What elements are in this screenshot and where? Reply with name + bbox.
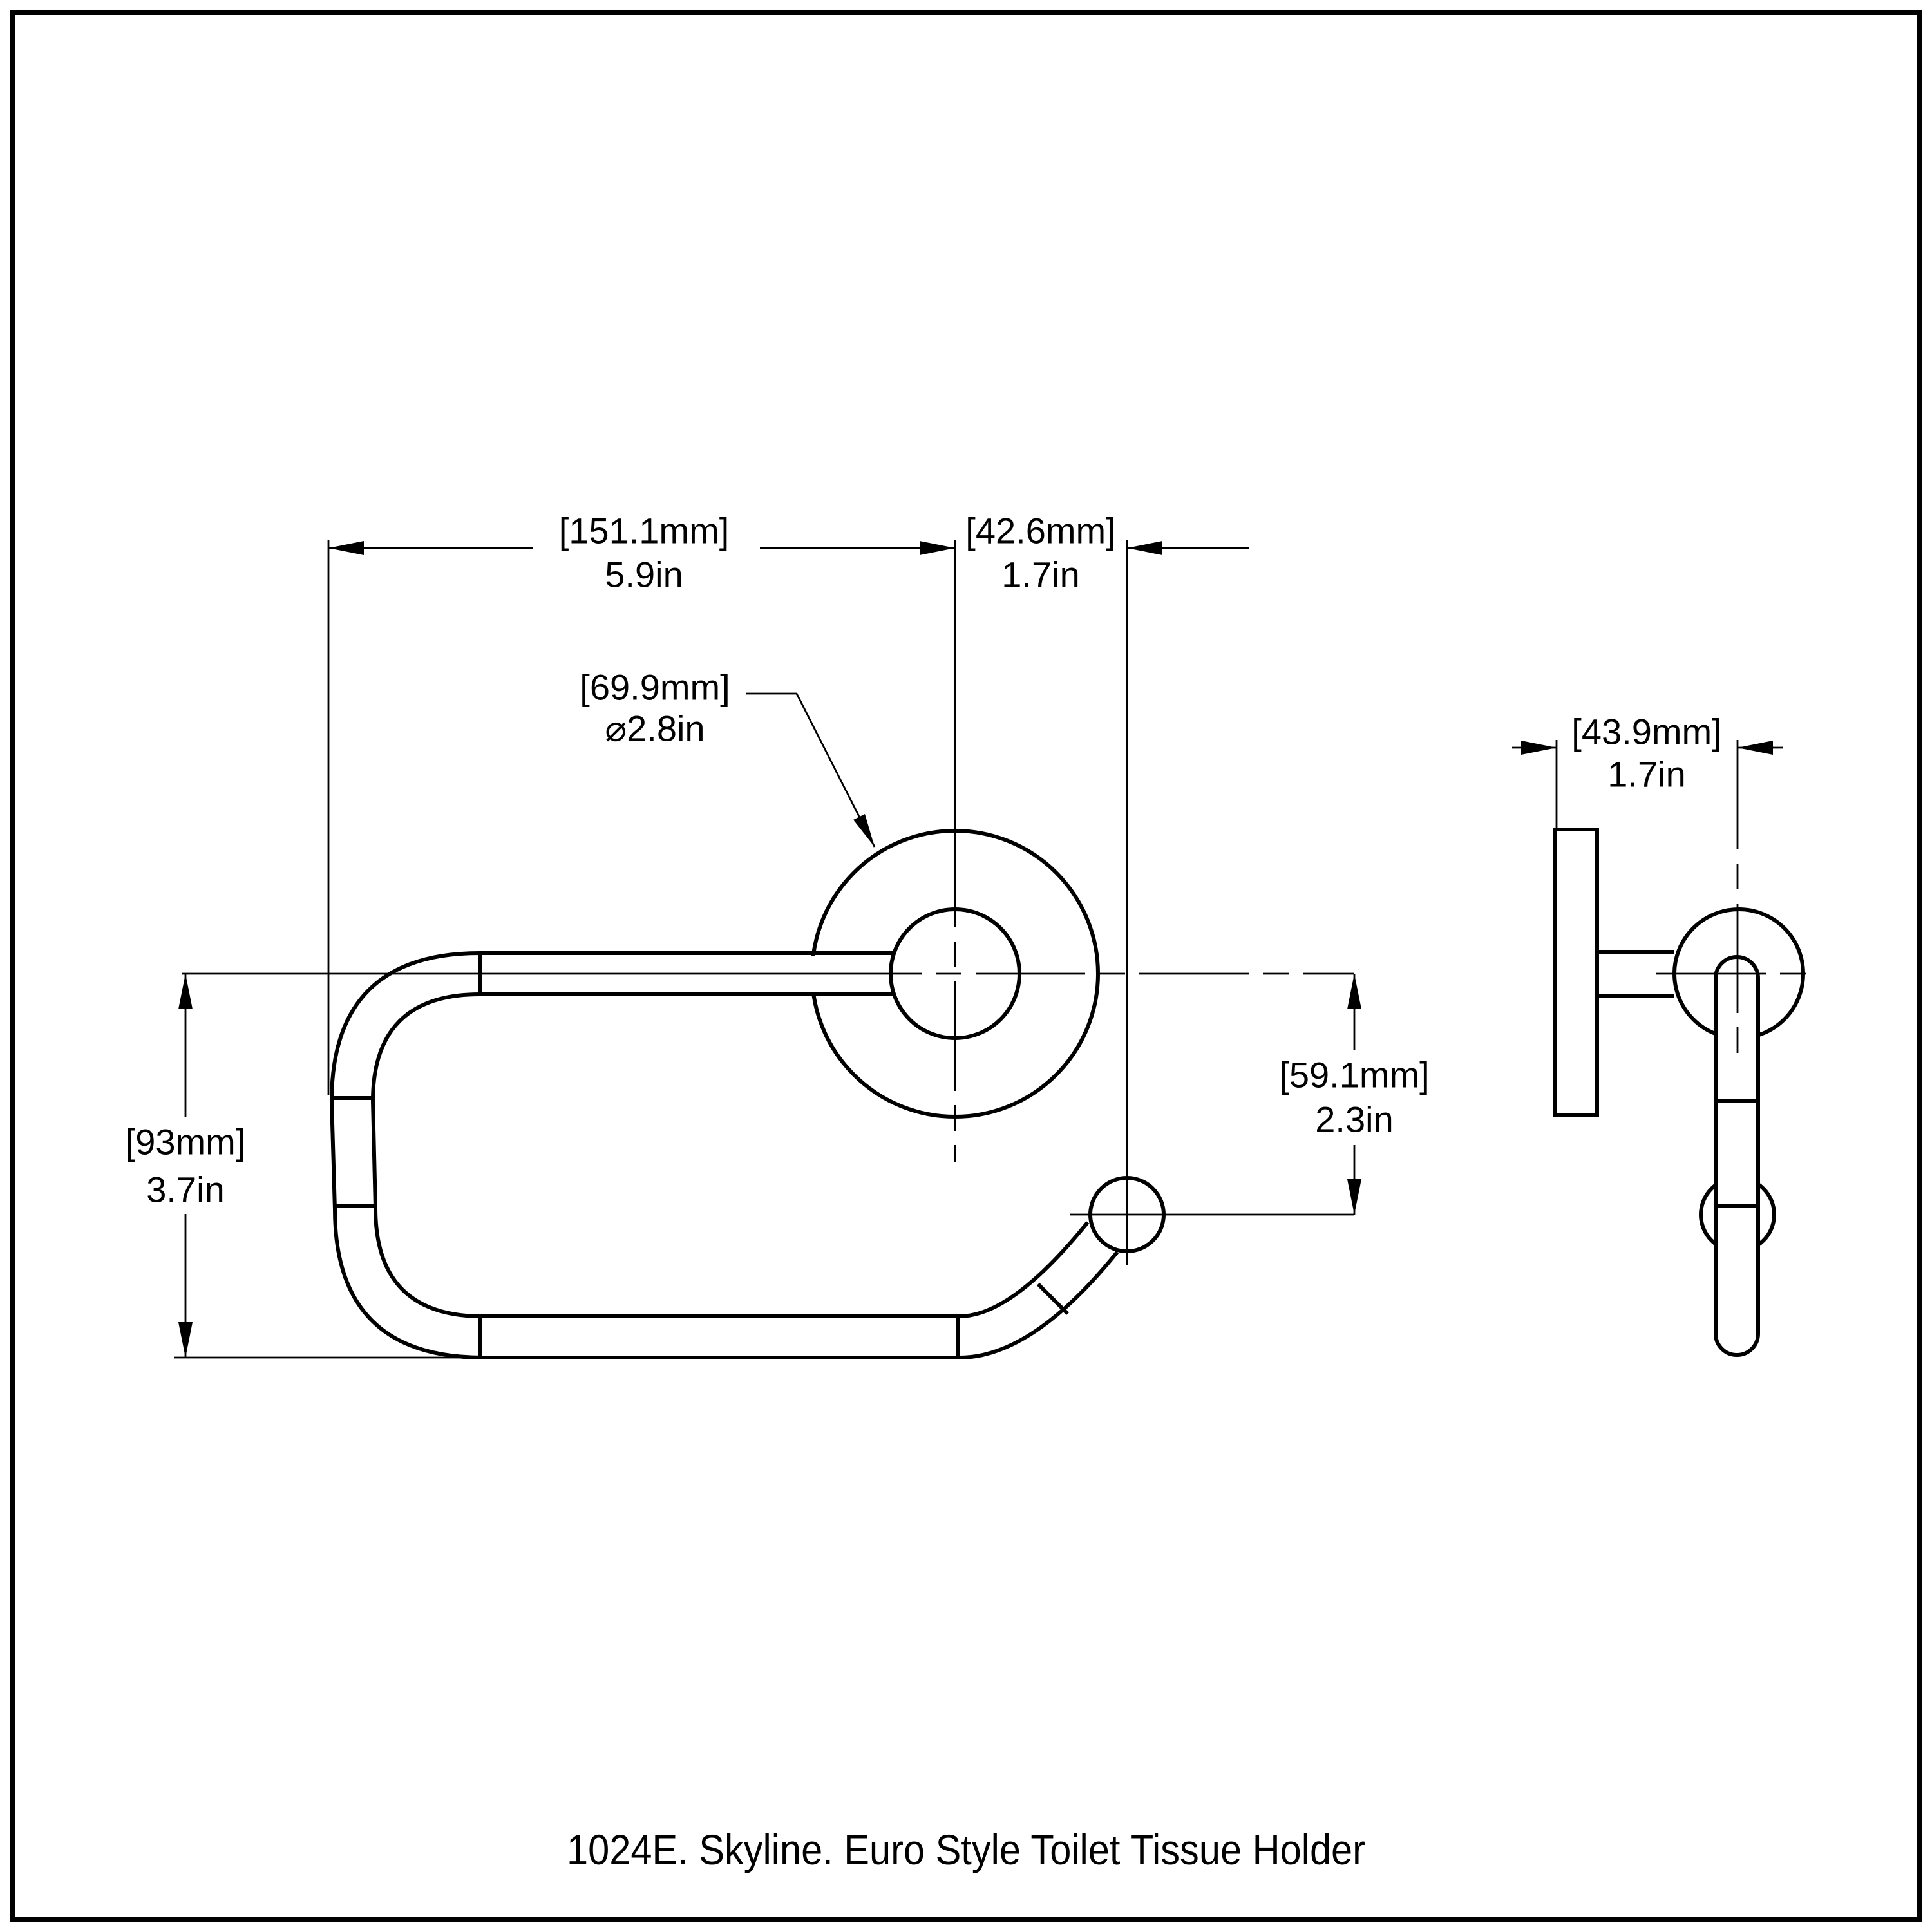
arrowhead-down-icon xyxy=(178,1322,193,1358)
wall-plate xyxy=(1553,828,1599,1117)
leader-arrowhead-icon xyxy=(853,814,875,847)
leader-line xyxy=(746,692,876,848)
arrowhead-down-icon xyxy=(1347,1179,1361,1215)
arrowhead-up-icon xyxy=(1347,974,1361,1009)
arrowhead-left-icon xyxy=(328,541,364,555)
front-view xyxy=(329,829,1166,1359)
dim-side-depth: [43.9mm] 1.7in xyxy=(1512,712,1783,795)
dim-side-depth-in-label: 1.7in xyxy=(1607,754,1685,795)
dim-flange-diameter-mm-label: [69.9mm] xyxy=(580,667,730,708)
drawing-caption: 1024E. Skyline. Euro Style Toilet Tissue… xyxy=(567,1826,1365,1873)
dim-hook-drop-in-label: 2.3in xyxy=(1315,1099,1393,1140)
side-view xyxy=(1553,828,1805,1357)
dim-hook-drop-mm-label: [59.1mm] xyxy=(1279,1055,1429,1095)
dim-hook-offset: [42.6mm] 1.7in xyxy=(965,511,1249,595)
arrowhead-right-icon xyxy=(1521,741,1557,755)
dim-flange-diameter-in-label: ⌀2.8in xyxy=(605,708,705,749)
arrowhead-up-icon xyxy=(178,974,193,1009)
dim-drop-height-mm-label: [93mm] xyxy=(126,1122,246,1162)
dim-hook-offset-in-label: 1.7in xyxy=(1001,554,1079,595)
mount-post xyxy=(1597,950,1674,998)
dim-overall-width: [151.1mm] 5.9in xyxy=(328,511,955,595)
arrowhead-left-icon xyxy=(1127,541,1162,555)
loop-edge-joint-ticks xyxy=(1716,1099,1758,1208)
loop-inner-contour xyxy=(370,992,1090,1318)
reference-lines xyxy=(174,540,1808,1359)
loop-edge-profile xyxy=(1714,955,1760,1357)
arrowhead-left-icon xyxy=(1738,741,1773,755)
dim-overall-width-in-label: 5.9in xyxy=(605,554,683,595)
loop-outer-contour xyxy=(329,951,1119,1359)
dim-overall-width-mm-label: [151.1mm] xyxy=(559,511,730,551)
dim-drop-height: [93mm] 3.7in xyxy=(126,974,246,1358)
loop-joint-ticks xyxy=(332,953,1070,1358)
dim-side-depth-mm-label: [43.9mm] xyxy=(1571,712,1721,752)
dim-flange-diameter: [69.9mm] ⌀2.8in xyxy=(580,667,876,848)
page-border xyxy=(10,10,1922,1922)
arrowhead-right-icon xyxy=(920,541,955,555)
dim-hook-drop: [59.1mm] 2.3in xyxy=(1279,974,1430,1215)
roll-arm xyxy=(480,951,894,996)
dim-hook-offset-mm-label: [42.6mm] xyxy=(965,511,1115,551)
dim-drop-height-in-label: 3.7in xyxy=(146,1170,224,1210)
